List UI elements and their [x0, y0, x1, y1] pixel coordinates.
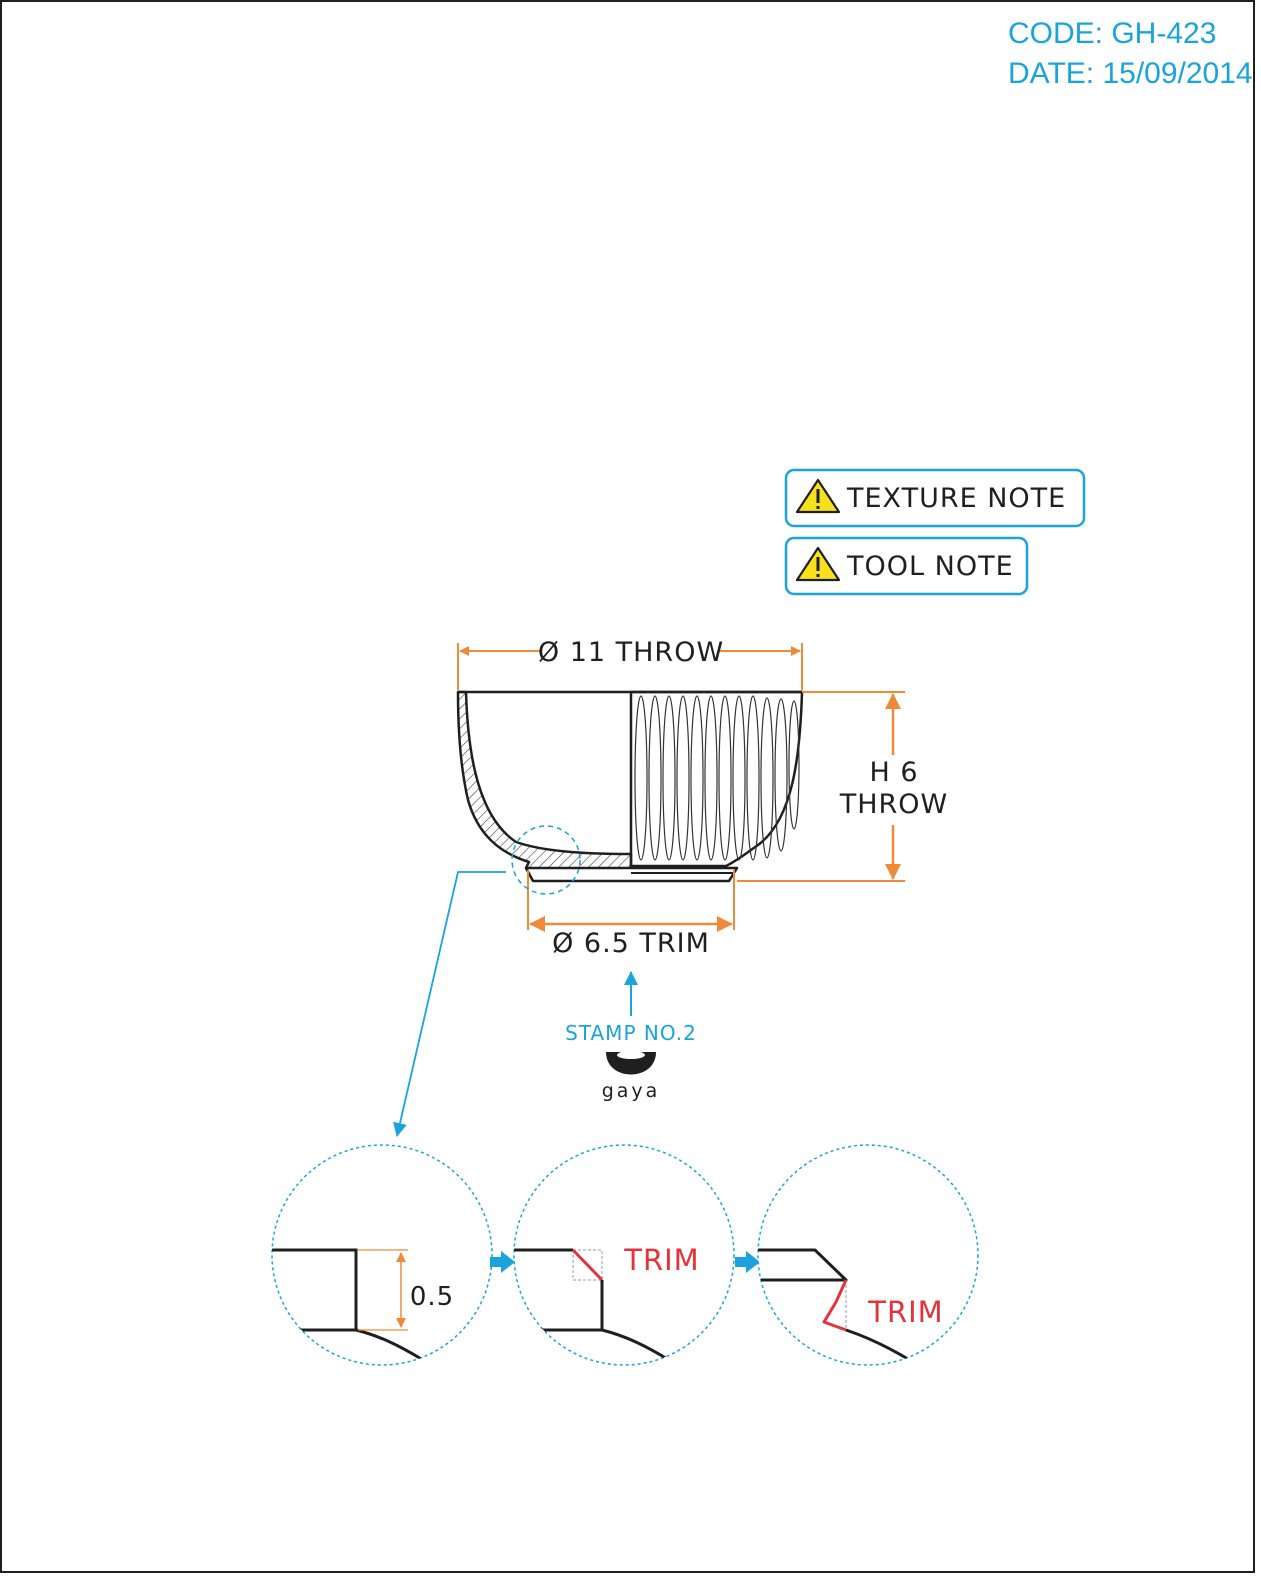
drawing-date: DATE: 15/09/2014 [1008, 57, 1253, 90]
gaya-logo: gaya [602, 1051, 661, 1102]
trim-diameter-label: Ø 6.5 TRIM [552, 928, 710, 959]
step1-dimension-label: 0.5 [410, 1282, 454, 1312]
texture-note-label: TEXTURE NOTE [846, 483, 1066, 514]
throw-diameter-dimension: Ø 11 THROW [457, 637, 803, 690]
fluting-texture [634, 695, 800, 861]
flow-arrow-icon [490, 1251, 515, 1273]
drawing-code: CODE: GH-423 [1008, 17, 1216, 50]
step3-trim-label: TRIM [867, 1295, 943, 1329]
stamp-callout: STAMP NO.2 gaya [565, 971, 697, 1102]
step2-trim-label: TRIM [623, 1243, 699, 1277]
detail-step-2: TRIM [513, 1144, 735, 1366]
detail-callout [393, 825, 581, 1137]
texture-note-badge[interactable]: TEXTURE NOTE [784, 468, 1086, 528]
height-label-line2: THROW [839, 789, 949, 820]
tool-note-badge[interactable]: TOOL NOTE [784, 536, 1029, 596]
flow-arrow-icon [735, 1251, 760, 1273]
stamp-label: STAMP NO.2 [565, 1021, 697, 1045]
gaya-brand: gaya [602, 1080, 661, 1102]
throw-diameter-label: Ø 11 THROW [538, 637, 724, 668]
detail-step-3: TRIM [757, 1144, 979, 1366]
warning-icon [795, 546, 841, 582]
tool-note-label: TOOL NOTE [846, 551, 1014, 582]
trim-diameter-dimension: Ø 6.5 TRIM [527, 870, 735, 959]
height-dimension: H 6 THROW [737, 691, 949, 882]
height-label-line1: H 6 [869, 757, 918, 788]
detail-step-1: 0.5 [271, 1144, 493, 1366]
warning-icon [795, 478, 841, 514]
bowl-profile [456, 690, 804, 883]
